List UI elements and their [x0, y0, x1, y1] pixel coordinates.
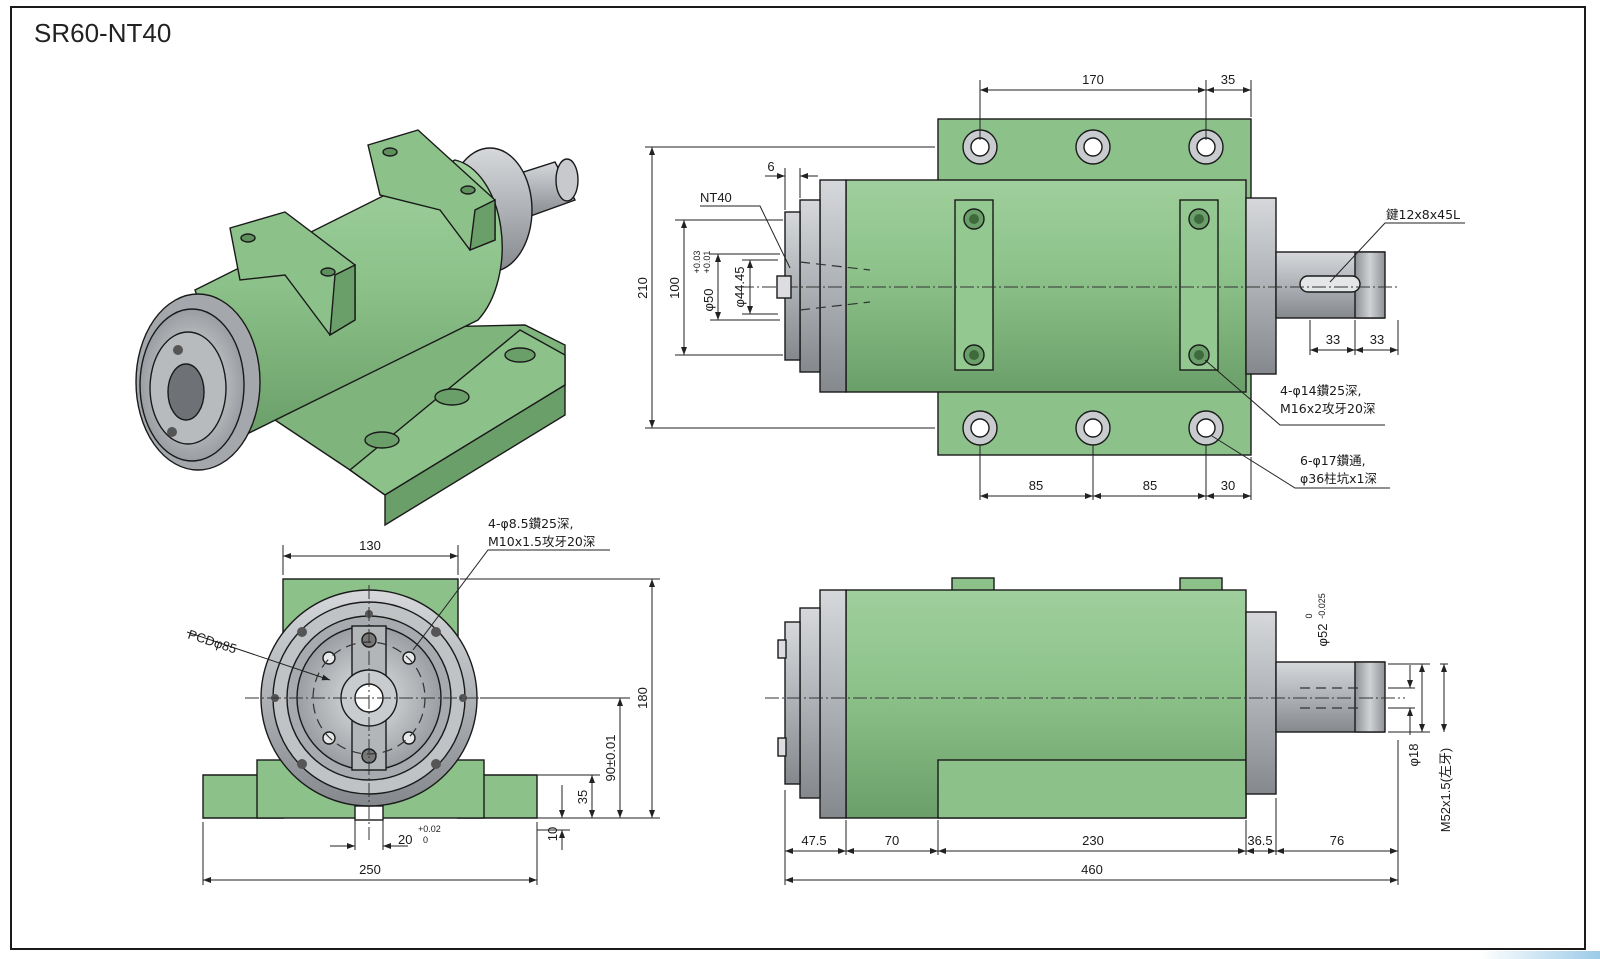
- iso-base-side: [384, 383, 566, 527]
- note-holes6-l2: φ36柱坑x1深: [1300, 471, 1377, 486]
- top-base-holes: [962, 129, 1224, 446]
- side-shaft-thread: [1354, 661, 1386, 733]
- dim-35-top: 35: [1221, 72, 1235, 87]
- dim-90: 90±0.01: [603, 735, 618, 782]
- dim-250: 250: [359, 862, 381, 877]
- top-strap-holes: [963, 208, 1210, 366]
- iso-drive-key: [173, 345, 183, 355]
- side-front-ring: [819, 589, 847, 819]
- top-rear-ring: [1245, 197, 1277, 375]
- dim-6: 6: [767, 159, 774, 174]
- iso-clamp-hole: [382, 147, 398, 157]
- dim-10: 10: [545, 827, 560, 841]
- iso-base-hole: [364, 431, 400, 449]
- iso-clamp-rear-side: [469, 198, 496, 252]
- note-holes6-l1: 6-φ17鑽通,: [1300, 453, 1366, 468]
- iso-clamp-hole: [240, 233, 256, 243]
- dim-33-b: 33: [1370, 332, 1384, 347]
- note-nt40: NT40: [700, 190, 732, 205]
- dim-20-tol-hi: +0.02: [418, 824, 441, 834]
- dim-180: 180: [635, 687, 650, 709]
- top-front-ring-2: [799, 199, 821, 373]
- dim-170: 170: [1082, 72, 1104, 87]
- dim-30: 30: [1221, 478, 1235, 493]
- iso-drive-key: [167, 427, 177, 437]
- side-front-flange: [784, 621, 801, 785]
- iso-clamp-front-side: [329, 263, 356, 337]
- iso-spindle-bore: [167, 363, 205, 421]
- drawing-frame: [10, 6, 1586, 950]
- side-rear-ring: [1245, 611, 1277, 795]
- iso-base-hole: [504, 347, 536, 363]
- front-view: 130 180 90±0.01 35 10 20 +0.02 0 250 PCD…: [186, 516, 660, 885]
- dim-36-5: 36.5: [1247, 833, 1272, 848]
- side-front-ring-2: [799, 607, 821, 799]
- dim-phi44: φ44.45: [732, 267, 747, 308]
- iso-clamp-hole: [320, 267, 336, 277]
- dim-20-tol-lo: 0: [423, 835, 428, 845]
- dim-460: 460: [1081, 862, 1103, 877]
- note-holes4-l2: M16x2攻牙20深: [1280, 401, 1375, 416]
- top-key-slot: [1299, 275, 1361, 293]
- dim-230: 230: [1082, 833, 1104, 848]
- dim-20: 20: [398, 832, 412, 847]
- note-holes4-l1: 4-φ14鑽25深,: [1280, 383, 1362, 398]
- dim-phi50-tol-hi: +0.03: [692, 251, 702, 274]
- dim-33-a: 33: [1326, 332, 1340, 347]
- iso-shaft-end: [555, 158, 579, 202]
- note-front-holes-l2: M10x1.5攻牙20深: [488, 534, 595, 549]
- dim-pcd: PCDφ85: [186, 627, 239, 657]
- dim-phi52-tol-hi: 0: [1304, 613, 1314, 618]
- dim-phi18: φ18: [1406, 744, 1421, 767]
- dim-210: 210: [635, 277, 650, 299]
- dim-35-front: 35: [575, 790, 590, 804]
- dim-76: 76: [1330, 833, 1344, 848]
- note-key: 鍵12x8x45L: [1386, 207, 1460, 222]
- dim-85-a: 85: [1029, 478, 1043, 493]
- dim-47-5: 47.5: [801, 833, 826, 848]
- dim-phi50: φ50: [701, 289, 716, 312]
- dim-phi52: φ52: [1315, 624, 1330, 647]
- dim-70: 70: [885, 833, 899, 848]
- iso-base-top: [348, 329, 566, 496]
- side-view: 47.5 70 230 36.5 76 460 φ52 0 -0.025 φ18…: [765, 577, 1453, 885]
- drawing-title: SR60-NT40: [34, 18, 172, 48]
- corner-decoration: [1480, 951, 1600, 959]
- side-base: [937, 759, 1247, 819]
- top-front-ring: [819, 179, 847, 393]
- note-front-holes-l1: 4-φ8.5鑽25深,: [488, 516, 573, 531]
- dim-m52: M52x1.5(左牙): [1438, 748, 1453, 833]
- iso-base-hole: [434, 388, 470, 406]
- dim-100: 100: [667, 277, 682, 299]
- dim-phi52-tol-lo: -0.025: [1317, 593, 1327, 619]
- iso-clamp-hole: [460, 185, 476, 195]
- isometric-view: [135, 129, 579, 527]
- top-view: 170 35 6 210 100 φ50 +0.03 +0.01 φ44.45 …: [635, 72, 1465, 500]
- dim-phi50-tol-lo: +0.01: [702, 251, 712, 274]
- dim-85-b: 85: [1143, 478, 1157, 493]
- dim-130: 130: [359, 538, 381, 553]
